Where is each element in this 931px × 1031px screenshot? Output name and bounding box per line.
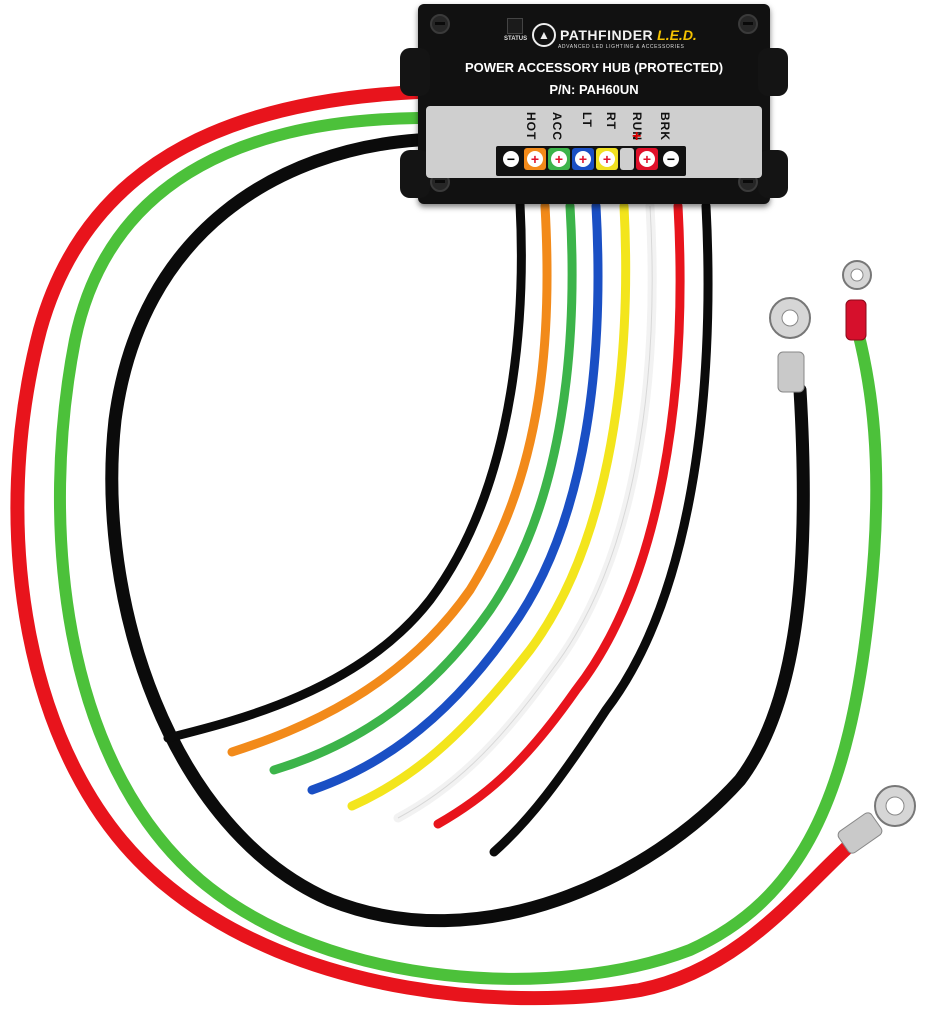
black-ring-terminal (769, 297, 811, 393)
label-run: RUN (630, 112, 644, 141)
mounting-ear-top-right (758, 48, 788, 96)
part-number: P/N: PAH60UN (549, 82, 639, 97)
terminal-lt: + (572, 148, 594, 170)
label-lt: LT (580, 112, 594, 128)
terminal-strip: − + + + + + − (496, 146, 686, 176)
minus-icon: − (663, 151, 679, 167)
label-hot: HOT (524, 112, 538, 141)
flame-logo-icon: ▲ (532, 23, 556, 47)
green-main-wire (53, 112, 883, 985)
green-ring-terminal (842, 260, 872, 341)
yellow-lead (347, 201, 631, 811)
brand-tagline: ADVANCED LED LIGHTING & ACCESSORIES (558, 44, 685, 50)
screw-top-right (738, 14, 758, 34)
mounting-ear-bottom-right (758, 150, 788, 198)
black-lead-right (489, 201, 713, 857)
black-main-wire (105, 133, 810, 928)
terminal-run (620, 148, 634, 170)
plus-icon: + (599, 151, 615, 167)
terminal-acc: + (548, 148, 570, 170)
red-ring-terminal (837, 785, 916, 854)
status-led (507, 18, 523, 34)
mounting-ear-top-left (400, 48, 430, 96)
label-acc: ACC (550, 112, 564, 141)
minus-icon: − (503, 151, 519, 167)
green-lead (269, 201, 577, 775)
terminal-hot: + (524, 148, 546, 170)
status-label: STATUS (504, 36, 528, 42)
run-plus-symbol: + (632, 128, 642, 145)
mounting-ear-bottom-left (400, 150, 430, 198)
plus-icon: + (527, 151, 543, 167)
screw-top-left (430, 14, 450, 34)
terminal-neg-left: − (500, 148, 522, 170)
black-lead-left (163, 199, 526, 743)
white-lead-outline (397, 205, 653, 819)
plus-icon: + (551, 151, 567, 167)
label-brk: BRK (658, 112, 672, 141)
terminal-neg-right: − (660, 148, 682, 170)
plus-icon: + (639, 151, 655, 167)
white-lead (393, 201, 657, 823)
terminal-rt: + (596, 148, 618, 170)
blue-lead (307, 201, 603, 795)
red-main-wire (10, 85, 857, 1006)
brand-suffix: L.E.D. (657, 27, 697, 43)
red-lead (433, 201, 685, 829)
plus-icon: + (575, 151, 591, 167)
brand-logo: ▲ PATHFINDER L.E.D. ADVANCED LED LIGHTIN… (532, 20, 697, 50)
power-accessory-hub: STATUS ▲ PATHFINDER L.E.D. ADVANCED LED … (400, 4, 788, 204)
status-indicator: STATUS (504, 18, 528, 46)
label-rt: RT (604, 112, 618, 130)
brand-name: PATHFINDER (560, 27, 654, 43)
hub-title: POWER ACCESSORY HUB (PROTECTED) (464, 60, 724, 75)
terminal-brk: + (636, 148, 658, 170)
orange-lead (227, 201, 552, 757)
